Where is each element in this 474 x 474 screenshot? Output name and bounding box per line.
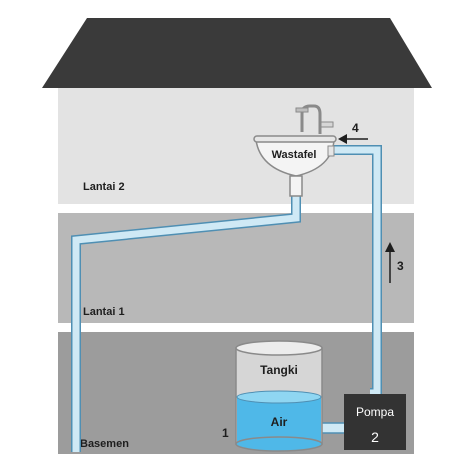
floor-separator-1 bbox=[58, 323, 414, 332]
roof bbox=[42, 18, 432, 88]
pump bbox=[344, 394, 406, 450]
marker-4: 4 bbox=[352, 121, 359, 135]
marker-3: 3 bbox=[397, 259, 404, 273]
floor-1-label: Lantai 1 bbox=[83, 306, 125, 318]
sink bbox=[253, 104, 337, 197]
supply-pipe-inner bbox=[331, 146, 381, 397]
water-tank bbox=[235, 340, 323, 452]
basement-label: Basemen bbox=[80, 438, 129, 450]
tank-water bbox=[237, 397, 321, 444]
pump-number: 2 bbox=[371, 429, 379, 445]
sink-label: Wastafel bbox=[272, 149, 317, 161]
arrow-up-icon bbox=[385, 242, 395, 283]
floor-separator-2 bbox=[58, 204, 414, 213]
tank-label: Tangki bbox=[260, 363, 298, 377]
marker-1: 1 bbox=[222, 426, 229, 440]
pump-label: Pompa bbox=[356, 405, 394, 419]
water-label: Air bbox=[271, 415, 288, 429]
drain-pipe-inner bbox=[72, 196, 300, 452]
arrow-left-icon bbox=[338, 134, 368, 144]
floor-2-label: Lantai 2 bbox=[83, 181, 125, 193]
